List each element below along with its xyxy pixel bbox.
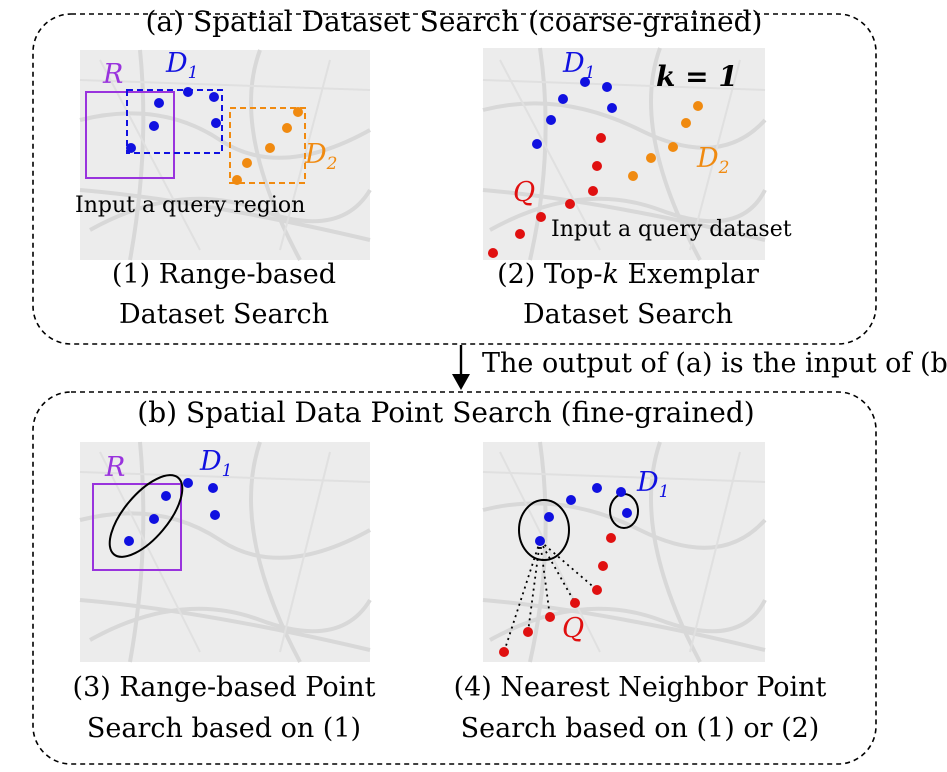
d2-points bbox=[628, 101, 703, 181]
d1-label: D1 bbox=[636, 467, 669, 502]
map-2-note: Input a query dataset bbox=[551, 217, 792, 242]
arrow-label: The output of (a) is the input of (b) bbox=[482, 348, 947, 379]
result-ellipse bbox=[108, 474, 184, 558]
k-equals-label: k = 1 bbox=[656, 60, 738, 93]
query-region-r-box bbox=[92, 483, 182, 571]
r-label: R bbox=[102, 59, 123, 90]
map-2-caption-line1: (2) Top-k Exemplar bbox=[497, 259, 759, 290]
map-3-caption-line1: (3) Range-based Point bbox=[73, 672, 376, 703]
query-region-r-box bbox=[85, 91, 175, 179]
map-1-caption-line2: Dataset Search bbox=[119, 299, 329, 330]
d1-label: D1 bbox=[165, 48, 198, 83]
d1-points bbox=[124, 478, 220, 546]
map-2-background bbox=[483, 48, 765, 260]
map-3: R D1 bbox=[79, 441, 372, 663]
d2-bounding-box bbox=[229, 107, 306, 184]
d1-points bbox=[532, 77, 617, 149]
q-label: Q bbox=[562, 613, 584, 644]
map-1-caption-line1: (1) Range-based bbox=[112, 259, 336, 290]
map-3-roads bbox=[79, 441, 372, 663]
d2-points bbox=[232, 107, 303, 185]
d1-label: D1 bbox=[562, 48, 595, 83]
map-2: k = 1 D1 D2 Q Input a query dataset bbox=[482, 47, 792, 261]
map-1: R D1 D2 Input a query region bbox=[75, 48, 372, 261]
map-2-caption-line2: Dataset Search bbox=[523, 299, 733, 330]
panel-a-border bbox=[32, 13, 877, 345]
panel-b-title: (b) Spatial Data Point Search (fine-grai… bbox=[137, 396, 754, 429]
d1-points bbox=[535, 483, 632, 546]
nn-dotted-lines bbox=[503, 540, 598, 653]
d1-label: D1 bbox=[199, 446, 232, 481]
map-3-roads-thin bbox=[79, 451, 371, 653]
map-4-roads bbox=[482, 441, 767, 663]
map-2-roads-thin bbox=[482, 59, 766, 251]
map-4-caption-line1: (4) Nearest Neighbor Point bbox=[454, 672, 827, 703]
q-label: Q bbox=[513, 177, 535, 208]
map-1-note: Input a query region bbox=[75, 193, 305, 218]
d2-label: D2 bbox=[696, 143, 729, 178]
d1-bounding-box bbox=[126, 89, 223, 154]
map-3-caption-line2: Search based on (1) bbox=[87, 713, 361, 744]
flow-arrow bbox=[452, 345, 470, 390]
q-points bbox=[488, 133, 606, 258]
map-4-caption-line2: Search based on (1) or (2) bbox=[461, 713, 820, 744]
d2-label: D2 bbox=[304, 139, 337, 174]
map-4-roads-thin bbox=[482, 451, 766, 653]
map-2-roads bbox=[482, 47, 767, 261]
map-4: Q D1 bbox=[482, 441, 767, 663]
panel-a-title: (a) Spatial Dataset Search (coarse-grain… bbox=[146, 5, 763, 38]
nn-ellipse-left bbox=[518, 499, 570, 561]
d1-points bbox=[126, 87, 221, 153]
map-4-background bbox=[483, 442, 765, 662]
panel-b-border bbox=[32, 391, 877, 765]
q-points bbox=[499, 533, 616, 657]
r-label: R bbox=[104, 452, 125, 483]
